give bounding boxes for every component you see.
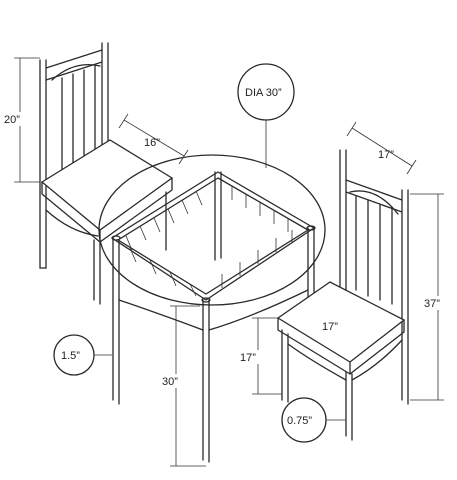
- table-top: [98, 154, 326, 306]
- label-left-back-height: 20”: [4, 114, 20, 126]
- label-chair-leg-diameter: 0.75”: [287, 415, 312, 427]
- dimensions: 20” 16” DIA 30” 17” 37” 17” 17”: [2, 57, 456, 467]
- label-table-diameter: DIA 30”: [245, 87, 282, 99]
- label-left-seat-depth: 16”: [144, 137, 160, 149]
- label-seat-height: 17”: [240, 352, 256, 364]
- label-right-seat-depth: 17”: [322, 321, 338, 333]
- right-chair: [276, 149, 409, 441]
- label-right-width: 17”: [378, 149, 394, 161]
- table: [98, 154, 326, 463]
- label-right-total-height: 37”: [424, 298, 440, 310]
- left-chair: [39, 42, 174, 305]
- label-table-height: 30”: [162, 376, 178, 388]
- label-table-leg-diameter: 1.5”: [61, 350, 80, 362]
